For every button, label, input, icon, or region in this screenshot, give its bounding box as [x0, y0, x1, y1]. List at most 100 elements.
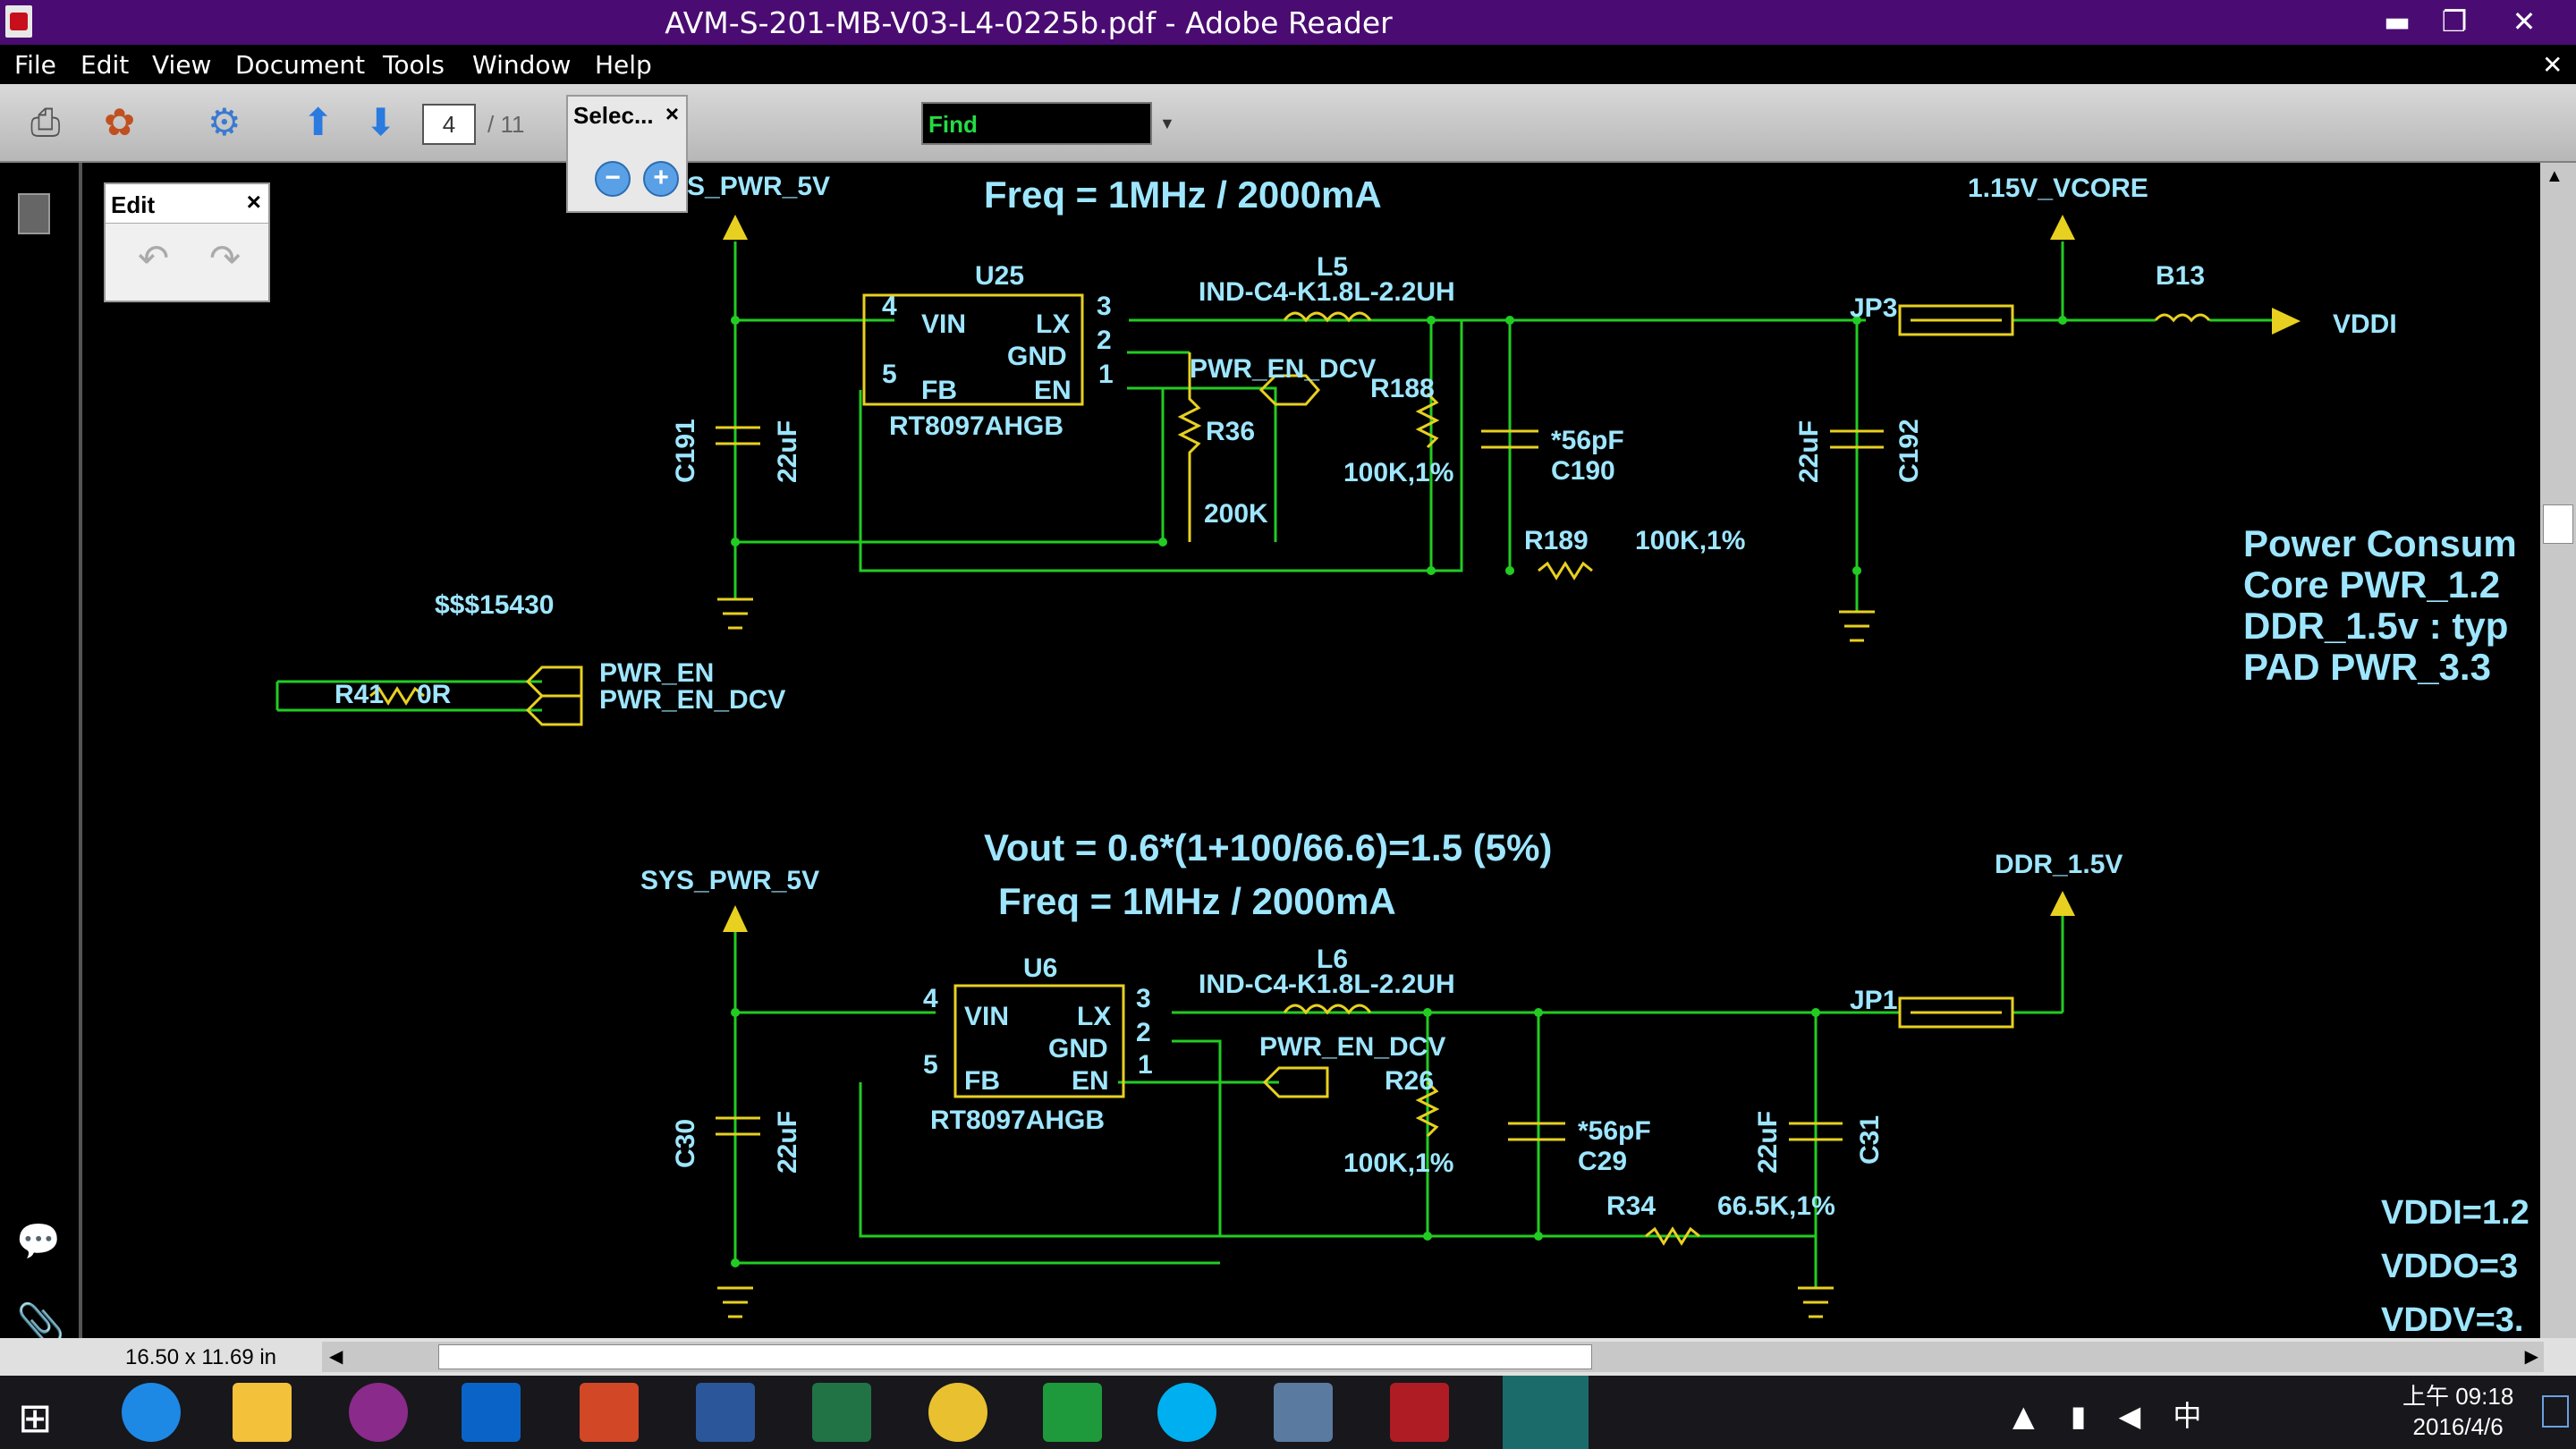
- collaborate-icon[interactable]: ✿: [104, 100, 136, 144]
- edit-panel-close-icon[interactable]: ×: [246, 188, 261, 216]
- file-explorer-icon[interactable]: [233, 1383, 292, 1442]
- pin-4-2: 4: [923, 984, 938, 1013]
- pwr-en-label: PWR_EN: [599, 658, 714, 688]
- edit-panel: Edit × ↶ ↷: [104, 182, 270, 302]
- menu-file[interactable]: File: [14, 50, 56, 80]
- r26-value: 100K,1%: [1343, 1148, 1453, 1178]
- show-hidden-icons[interactable]: ▲: [2012, 1399, 2035, 1433]
- volume-icon[interactable]: ◀: [2118, 1399, 2141, 1433]
- u6-part-label: RT8097AHGB: [930, 1106, 1105, 1135]
- snipping-tool-icon[interactable]: [1274, 1383, 1333, 1442]
- l5-label: L5: [1317, 252, 1348, 282]
- window-title: AVM-S-201-MB-V03-L4-0225b.pdf - Adobe Re…: [665, 5, 1393, 40]
- stamp-icon[interactable]: ⚙: [208, 100, 242, 144]
- r41-label: R41: [335, 680, 384, 709]
- excel-icon[interactable]: [812, 1383, 871, 1442]
- taskbar: ⊞ ▲ ▮ ◀ 中 上午 09:18 2016/4/6: [0, 1376, 2576, 1449]
- minimize-button[interactable]: ▬: [2383, 4, 2411, 38]
- word-icon[interactable]: [696, 1383, 755, 1442]
- comments-icon[interactable]: 💬: [16, 1222, 61, 1261]
- c192-value: 22uF: [1794, 420, 1824, 483]
- vddi-note: VDDI=1.2: [2381, 1194, 2529, 1232]
- pin-fb: FB: [921, 376, 957, 405]
- pwr-en-dcv-bottom: PWR_EN_DCV: [1259, 1032, 1445, 1062]
- r188-value: 100K,1%: [1343, 458, 1453, 487]
- c29-label: C29: [1578, 1147, 1627, 1176]
- vertical-scrollbar[interactable]: ▲: [2540, 163, 2576, 1338]
- pwr-en-dcv-top: PWR_EN_DCV: [1190, 354, 1376, 384]
- r188-label: R188: [1370, 374, 1435, 403]
- c192-label: C192: [1894, 419, 1924, 483]
- horizontal-scrollbar[interactable]: ◀ ▶: [322, 1342, 2544, 1372]
- power-consumption-line-1: Power Consum: [2243, 522, 2517, 564]
- menu-edit[interactable]: Edit: [80, 50, 130, 80]
- r34-label: R34: [1606, 1191, 1656, 1221]
- document-close-icon[interactable]: ✕: [2542, 50, 2563, 80]
- action-center-icon[interactable]: [2542, 1395, 2569, 1428]
- c31-label: C31: [1855, 1115, 1885, 1165]
- menu-bar: File Edit View Document Tools Window Hel…: [0, 45, 2576, 84]
- pin-2-2: 2: [1136, 1018, 1151, 1047]
- menu-view[interactable]: View: [152, 50, 212, 80]
- r26-label: R26: [1385, 1066, 1434, 1096]
- scroll-up-icon[interactable]: ▲: [2546, 166, 2563, 186]
- app-q-icon[interactable]: [349, 1383, 408, 1442]
- menu-document[interactable]: Document: [235, 50, 366, 80]
- redo-icon[interactable]: ↷: [209, 237, 242, 279]
- vddi-label: VDDI: [2333, 309, 2397, 339]
- skype-icon[interactable]: [1157, 1383, 1216, 1442]
- u6-label: U6: [1023, 953, 1057, 983]
- vddo-note: VDDO=3: [2381, 1248, 2518, 1285]
- l5-value: IND-C4-K1.8L-2.2UH: [1199, 277, 1455, 307]
- horizontal-scroll-thumb[interactable]: [438, 1344, 1592, 1369]
- clock[interactable]: 上午 09:18 2016/4/6: [2402, 1381, 2513, 1442]
- power-consumption-line-4: PAD PWR_3.3: [2243, 646, 2491, 688]
- l6-value: IND-C4-K1.8L-2.2UH: [1199, 970, 1455, 999]
- scroll-right-icon[interactable]: ▶: [2524, 1347, 2538, 1367]
- c191-label: C191: [671, 419, 700, 483]
- find-dropdown-icon[interactable]: ▼: [1159, 114, 1175, 132]
- page-dimensions: 16.50 x 11.69 in: [125, 1345, 277, 1369]
- input-method-indicator[interactable]: 中: [2173, 1399, 2202, 1433]
- pin-fb-2: FB: [964, 1066, 1000, 1096]
- pin-en: EN: [1034, 376, 1072, 405]
- toolbar: ⎙ ✿ ⚙ ⬆ ⬇ 4 / 11 Find ▼: [0, 84, 2576, 163]
- print-icon[interactable]: ⎙: [30, 100, 61, 144]
- outlook-icon[interactable]: [462, 1383, 521, 1442]
- r189-value: 100K,1%: [1635, 526, 1745, 555]
- menu-tools[interactable]: Tools: [383, 50, 445, 80]
- vddv-note: VDDV=3.: [2381, 1301, 2523, 1338]
- zoom-out-icon[interactable]: −: [595, 161, 631, 197]
- mcafee-icon[interactable]: [1390, 1383, 1449, 1442]
- pin-3-2: 3: [1136, 984, 1151, 1013]
- find-input[interactable]: Find: [921, 102, 1152, 145]
- menu-window[interactable]: Window: [472, 50, 572, 80]
- vertical-scroll-thumb[interactable]: [2543, 504, 2573, 544]
- sys-pwr-label-bottom: SYS_PWR_5V: [640, 866, 819, 895]
- menu-help[interactable]: Help: [595, 50, 652, 80]
- pages-icon[interactable]: [18, 193, 50, 234]
- select-zoom-panel: Selec... × − +: [566, 95, 688, 213]
- undo-icon[interactable]: ↶: [138, 237, 170, 279]
- scroll-left-icon[interactable]: ◀: [329, 1347, 343, 1367]
- zoom-in-icon[interactable]: +: [643, 161, 679, 197]
- network-icon[interactable]: ▮: [2070, 1399, 2087, 1433]
- powerpoint-icon[interactable]: [580, 1383, 639, 1442]
- b13-label: B13: [2156, 261, 2205, 291]
- close-button[interactable]: ✕: [2512, 4, 2537, 38]
- previous-page-icon[interactable]: ⬆: [302, 100, 335, 144]
- calculator-icon[interactable]: [1043, 1383, 1102, 1442]
- c190-label: C190: [1551, 456, 1615, 486]
- pin-2: 2: [1097, 326, 1112, 355]
- sys-pwr-label-top: S_PWR_5V: [687, 172, 830, 201]
- restore-button[interactable]: ❐: [2441, 4, 2468, 38]
- adobe-reader-icon[interactable]: [5, 5, 32, 38]
- page-number-input[interactable]: 4: [422, 104, 476, 145]
- chrome-icon[interactable]: [928, 1383, 987, 1442]
- internet-explorer-icon[interactable]: [122, 1383, 181, 1442]
- select-panel-close-icon[interactable]: ×: [665, 100, 679, 127]
- adobe-reader-taskbar-icon[interactable]: [1503, 1376, 1589, 1449]
- next-page-icon[interactable]: ⬇: [365, 100, 397, 144]
- windows-start-icon[interactable]: ⊞: [18, 1394, 53, 1442]
- pin-1-2: 1: [1138, 1050, 1153, 1080]
